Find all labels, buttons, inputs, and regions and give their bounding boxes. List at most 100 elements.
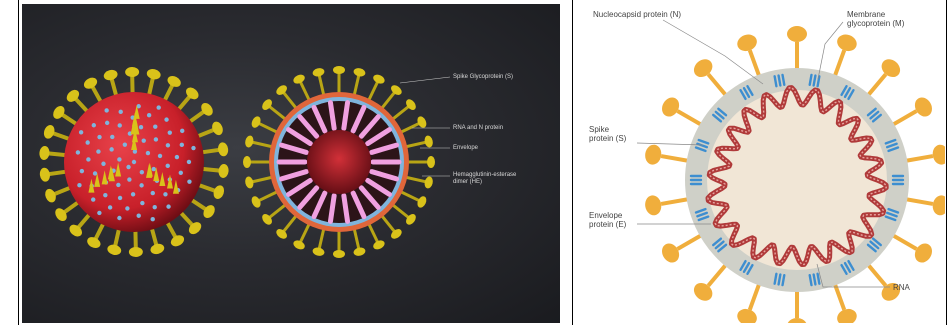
surface-protein [158, 154, 162, 158]
spike-head [218, 164, 229, 179]
spike-head [912, 94, 936, 119]
membrane-protein [775, 274, 777, 284]
spike-head [292, 239, 306, 251]
spike-head [243, 156, 251, 168]
surface-protein [105, 121, 109, 125]
surface-protein [163, 192, 167, 196]
surface-protein [191, 146, 195, 150]
surface-protein [139, 183, 143, 187]
virus-schematic-svg [575, 4, 945, 323]
surface-protein [180, 143, 184, 147]
surface-protein [97, 135, 101, 139]
virus-3d-svg [22, 4, 560, 323]
spike-head [250, 115, 262, 129]
spike-head [333, 250, 345, 258]
spike-head [735, 306, 759, 323]
surface-protein [123, 142, 127, 146]
surface-protein [146, 151, 150, 155]
membrane-protein [779, 76, 781, 86]
label-spike-glycoprotein: Spike Glycoprotein (S) [453, 74, 513, 81]
surface-protein [133, 149, 137, 153]
spike-head [835, 306, 859, 323]
label-rna: RNA [893, 283, 910, 292]
surface-protein [152, 167, 156, 171]
surface-protein [139, 125, 143, 129]
spike-head [931, 143, 945, 165]
spike-head [644, 194, 663, 216]
membrane-protein [775, 76, 777, 86]
spike-head [103, 68, 119, 81]
surface-protein [109, 147, 113, 151]
virus-3d-illustration: Spike Glycoprotein (S) RNA and N protein… [22, 4, 560, 323]
spike-head [659, 94, 683, 119]
surface-protein [153, 205, 157, 209]
spike-head [372, 239, 386, 251]
spike-head [372, 73, 386, 85]
surface-protein [91, 197, 95, 201]
membrane-protein [818, 274, 820, 284]
surface-protein [76, 150, 80, 154]
spike-head [149, 242, 165, 255]
surface-protein [166, 143, 170, 147]
surface-protein [166, 164, 170, 168]
spike-head [931, 194, 945, 216]
spike-head [82, 75, 99, 91]
whole-virion [39, 67, 229, 257]
surface-protein [104, 108, 108, 112]
spike-head [169, 233, 186, 249]
membrane-protein [779, 275, 781, 285]
membrane-protein [783, 75, 785, 85]
spike-head [212, 184, 226, 201]
spike-head [353, 246, 366, 256]
spike-head [106, 243, 122, 256]
membrane-protein [814, 76, 816, 86]
surface-protein [126, 165, 130, 169]
spike-head [43, 187, 58, 204]
surface-protein [86, 157, 90, 161]
panel-divider [572, 0, 573, 325]
inner-core [307, 130, 371, 194]
spike-head [353, 67, 366, 77]
surface-protein [166, 204, 170, 208]
spike-head [423, 176, 433, 189]
surface-protein [93, 171, 97, 175]
label-rna-n-protein: RNA and N protein [453, 125, 503, 132]
surface-protein [79, 130, 83, 134]
surface-protein [153, 124, 157, 128]
label-membrane-glycoprotein: Membrane glycoprotein (M) [847, 10, 904, 28]
surface-protein [140, 201, 144, 205]
membrane-protein [814, 275, 816, 285]
spike-head [250, 195, 262, 209]
spike-head [129, 247, 143, 257]
spike-head [312, 67, 325, 77]
surface-protein [179, 171, 183, 175]
label-envelope: Envelope [453, 145, 478, 152]
spike-head [416, 195, 428, 209]
spike-head [835, 32, 859, 54]
surface-protein [117, 157, 121, 161]
surface-protein [119, 110, 123, 114]
surface-protein [147, 113, 151, 117]
spike-head [244, 176, 254, 189]
spike-head [146, 68, 162, 81]
surface-protein [175, 155, 179, 159]
surface-protein [131, 192, 135, 196]
spike-head [312, 246, 325, 256]
spike-head [787, 26, 807, 42]
surface-protein [77, 183, 81, 187]
surface-protein [137, 214, 141, 218]
surface-protein [116, 183, 120, 187]
spike-head [292, 73, 306, 85]
surface-protein [85, 140, 89, 144]
label-hemagglutinin-esterase: Hemagglutinin-esterase dimer (HE) [453, 172, 516, 186]
surface-protein [97, 211, 101, 215]
surface-protein [118, 123, 122, 127]
spike-head [244, 135, 254, 148]
membrane-protein [783, 275, 785, 285]
surface-protein [142, 138, 146, 142]
virus-schematic-diagram: Nucleocapsid protein (N) Membrane glycop… [575, 4, 945, 323]
surface-protein [187, 160, 191, 164]
spike-head [166, 74, 183, 89]
surface-protein [92, 123, 96, 127]
surface-protein [164, 117, 168, 121]
